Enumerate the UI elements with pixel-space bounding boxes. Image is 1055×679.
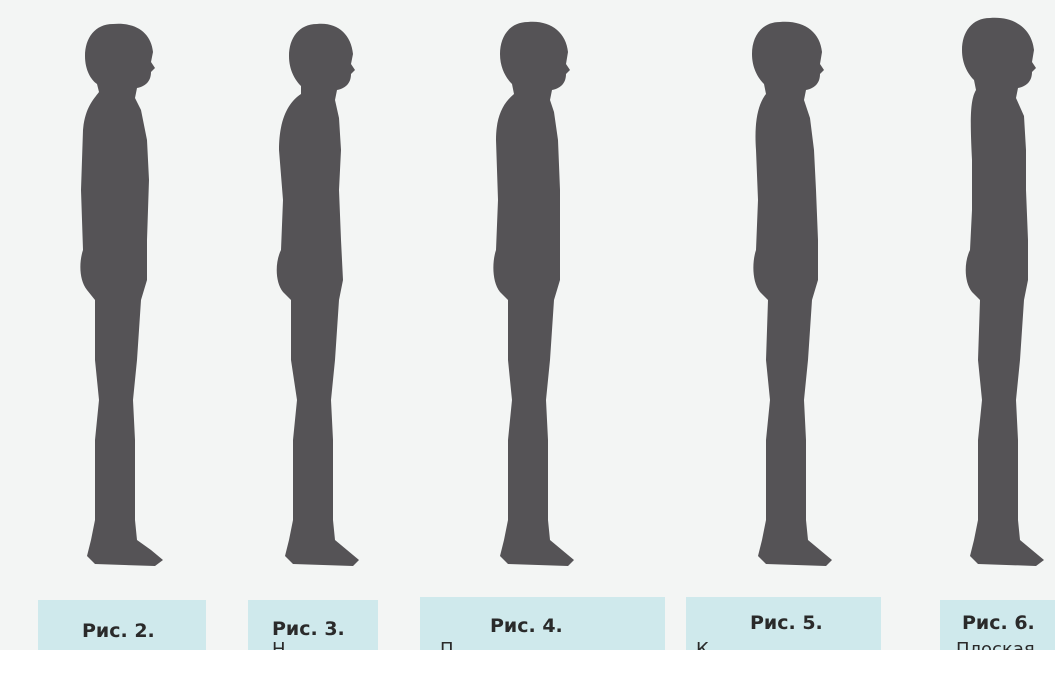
silhouette-figure-3 (255, 0, 395, 600)
posture-figure-2 (55, 0, 195, 600)
caption-figure-2: Рис. 2. (82, 620, 155, 642)
caption-figure-3: Рис. 3. (272, 618, 345, 640)
silhouette-figure-2 (55, 0, 195, 600)
caption-figure-4: Рис. 4. (490, 615, 563, 637)
posture-figure-3 (255, 0, 395, 600)
posture-figure-4 (470, 0, 610, 600)
caption-figure-5: Рис. 5. (750, 612, 823, 634)
posture-figure-6 (940, 0, 1055, 600)
caption-figure-6: Рис. 6. (962, 612, 1035, 634)
silhouette-figure-5 (728, 0, 868, 600)
posture-figure-5 (728, 0, 868, 600)
silhouette-figure-6 (940, 0, 1055, 600)
page-bottom-margin (0, 650, 1055, 679)
silhouette-figure-4 (470, 0, 610, 600)
